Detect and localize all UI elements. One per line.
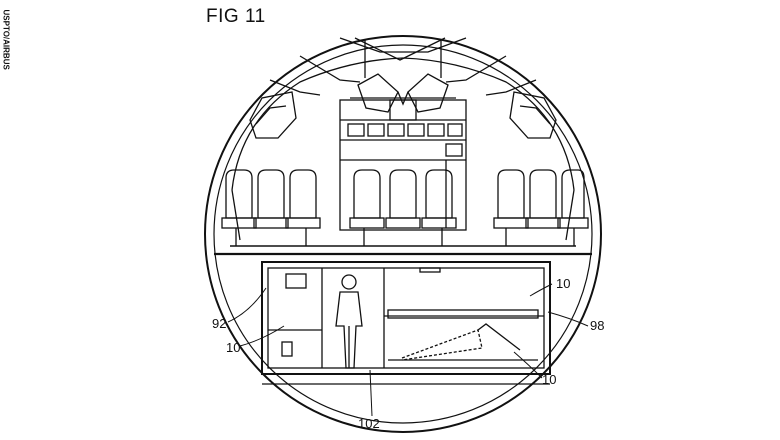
left-sidewall xyxy=(231,189,241,241)
right-sidewall xyxy=(565,189,575,241)
fuselage-inner-lining xyxy=(213,44,593,424)
figure-title: FIG 11 xyxy=(206,6,266,27)
seat-row-left xyxy=(221,169,321,246)
seat-row-center xyxy=(349,169,457,246)
reference-numeral-10-bottom-right: 10 xyxy=(542,372,557,387)
lower-deck-crew-rest-module xyxy=(261,261,551,385)
standing-person-figure xyxy=(335,274,363,369)
overhead-rest-compartment-center xyxy=(350,73,456,121)
reference-numeral-98: 98 xyxy=(590,318,605,333)
reference-numeral-92: 92 xyxy=(212,316,227,331)
fuselage-outer-shell xyxy=(204,35,602,433)
overhead-bin-right xyxy=(509,91,557,139)
crown-structure xyxy=(269,37,537,96)
reference-numeral-10-left: 10 xyxy=(226,340,241,355)
center-galley-monument xyxy=(339,99,467,231)
overhead-bin-left xyxy=(249,91,297,139)
reference-numeral-102: 102 xyxy=(358,416,380,431)
seat-row-right xyxy=(493,169,589,246)
reference-numeral-10-top-right: 10 xyxy=(556,276,571,291)
reference-leader-lines xyxy=(227,283,589,417)
